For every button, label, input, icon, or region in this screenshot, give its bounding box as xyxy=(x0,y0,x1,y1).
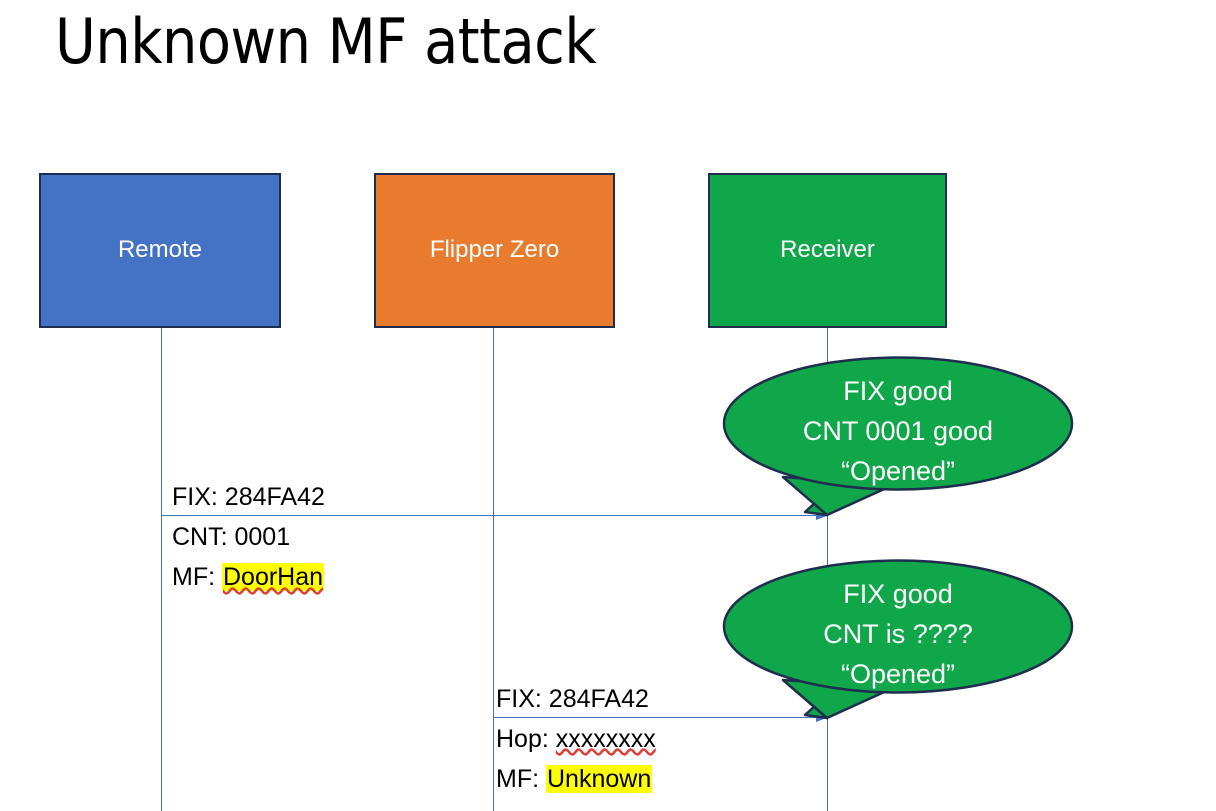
message-line-fix-value: 284FA42 xyxy=(224,483,325,511)
message-label-remote-to-receiver: FIX: 284FA42 CNT: 0001 MF: DoorHan xyxy=(172,477,325,597)
message-line-mf-value: DoorHan xyxy=(222,563,325,591)
actor-box-remote[interactable]: Remote xyxy=(39,173,281,328)
message-line-mf-2-value: Unknown xyxy=(546,765,653,793)
message-line-fix-2-label: FIX: xyxy=(496,685,549,713)
message-line-mf-label: MF: xyxy=(172,563,222,591)
lifeline-flipper xyxy=(493,328,494,811)
actor-box-flipper[interactable]: Flipper Zero xyxy=(374,173,615,328)
message-label-flipper-to-receiver: FIX: 284FA42 Hop: xxxxxxxx MF: Unknown xyxy=(496,679,656,799)
callout-shape-icon xyxy=(722,559,1074,720)
page-title: Unknown MF attack xyxy=(55,5,597,78)
message-line-cnt: CNT: 0001 xyxy=(172,517,325,557)
message-line-hop-value: xxxxxxxx xyxy=(555,725,656,753)
actor-label-remote: Remote xyxy=(117,236,203,264)
message-line-mf: MF: DoorHan xyxy=(172,557,325,597)
actor-label-flipper: Flipper Zero xyxy=(429,236,560,264)
actor-label-receiver: Receiver xyxy=(780,236,875,264)
callout-bubble-second-transmission[interactable]: FIX good CNT is ???? “Opened” xyxy=(722,559,1074,720)
message-line-hop-label: Hop: xyxy=(496,725,556,753)
callout-bubble-first-transmission[interactable]: FIX good CNT 0001 good “Opened” xyxy=(722,356,1074,517)
message-line-fix-2-value: 284FA42 xyxy=(548,685,649,713)
message-line-fix-label: FIX: xyxy=(172,483,225,511)
message-line-mf-2-label: MF: xyxy=(496,765,546,793)
callout-shape-icon xyxy=(722,356,1074,517)
message-line-mf-2: MF: Unknown xyxy=(496,759,656,799)
message-line-fix: FIX: 284FA42 xyxy=(172,477,325,517)
message-line-fix-2: FIX: 284FA42 xyxy=(496,679,656,719)
actor-box-receiver[interactable]: Receiver xyxy=(708,173,947,328)
message-line-cnt-label: CNT: xyxy=(172,523,235,551)
lifeline-remote xyxy=(161,328,162,811)
message-line-cnt-value: 0001 xyxy=(234,523,291,551)
message-line-hop: Hop: xxxxxxxx xyxy=(496,719,656,759)
